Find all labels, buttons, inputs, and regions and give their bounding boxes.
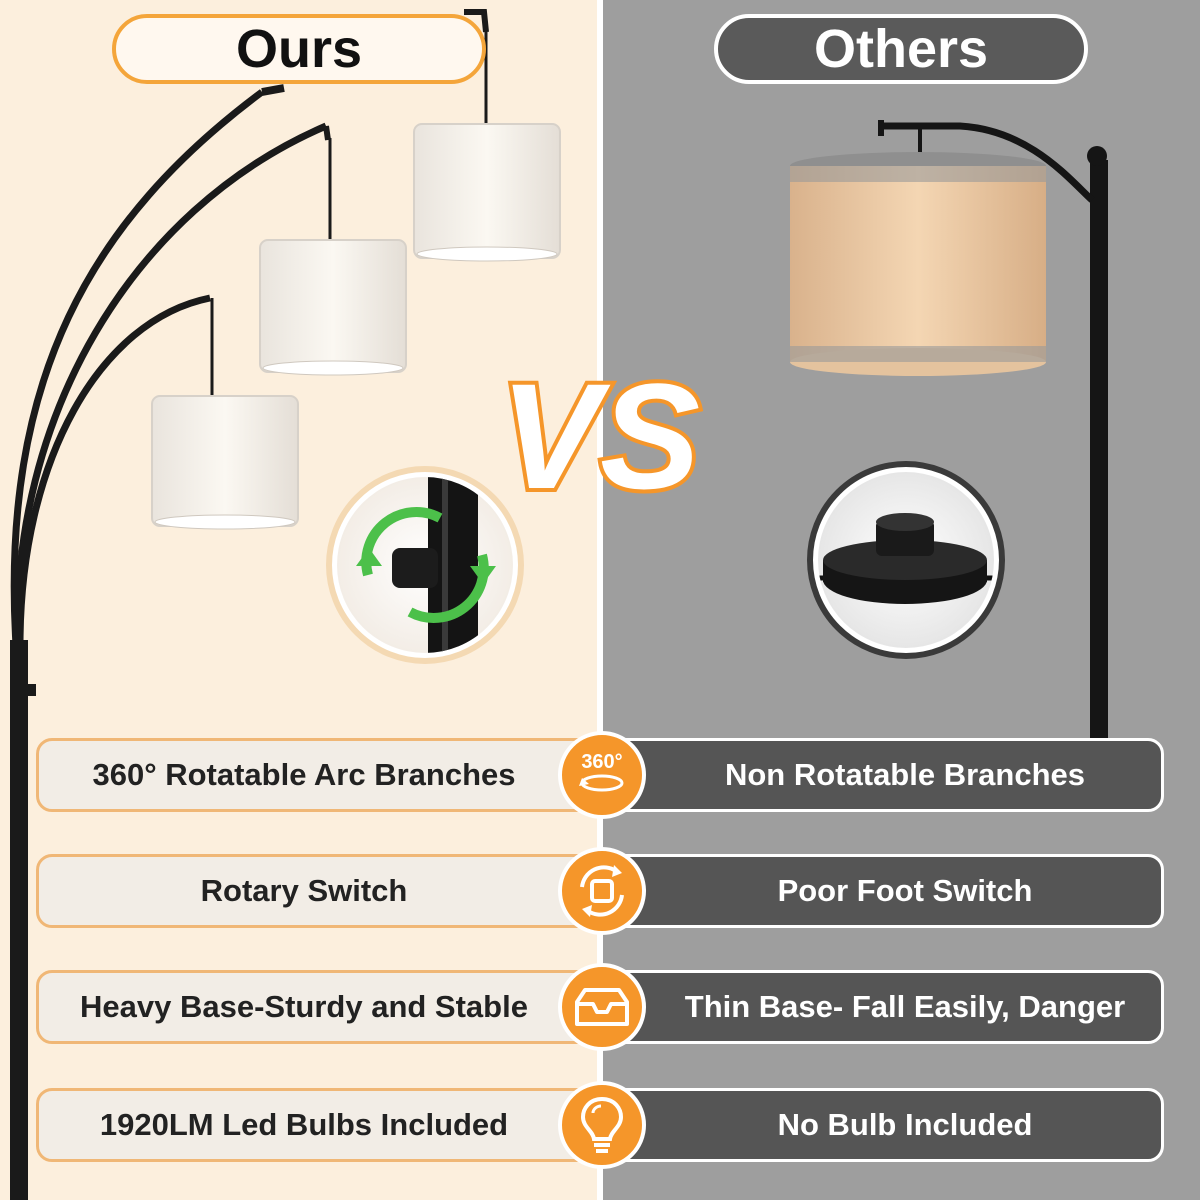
base-badge — [558, 963, 646, 1051]
rotary-switch-icon — [580, 865, 624, 917]
badge-360-label: 360° — [581, 751, 623, 773]
arc-lamp-ours — [10, 9, 561, 1200]
bulb-badge — [558, 1081, 646, 1169]
rotate-360-badge: 360° — [558, 731, 646, 819]
others-feature-base: Thin Base- Fall Easily, Danger — [610, 970, 1164, 1044]
rotary-switch-badge — [558, 847, 646, 935]
lamp-shade-bottom — [151, 395, 299, 530]
light-bulb-icon — [580, 1096, 624, 1153]
linen-lamp-shade — [790, 152, 1046, 376]
lamp-shade-top — [413, 123, 561, 262]
ours-header: Ours — [112, 14, 486, 84]
others-feature-bulbs: No Bulb Included — [610, 1088, 1164, 1162]
others-feature-switch: Poor Foot Switch — [610, 854, 1164, 928]
others-header: Others — [714, 14, 1088, 84]
others-feature-rotatable: Non Rotatable Branches — [610, 738, 1164, 812]
ours-feature-bulbs: 1920LM Led Bulbs Included — [36, 1088, 596, 1162]
panel-divider — [597, 0, 603, 1200]
rotary-switch-detail — [326, 466, 524, 664]
vs-label: VS — [500, 352, 700, 520]
rotate-360-icon — [579, 774, 624, 792]
single-lamp-others — [790, 120, 1108, 740]
ours-feature-switch: Rotary Switch — [36, 854, 596, 928]
base-tray-icon — [575, 988, 629, 1026]
ours-feature-rotatable: 360° Rotatable Arc Branches — [36, 738, 596, 812]
foot-switch-detail — [807, 461, 1005, 659]
ours-feature-base: Heavy Base-Sturdy and Stable — [36, 970, 596, 1044]
vs-mark: VS — [496, 348, 704, 524]
lamp-shade-middle — [259, 239, 407, 376]
